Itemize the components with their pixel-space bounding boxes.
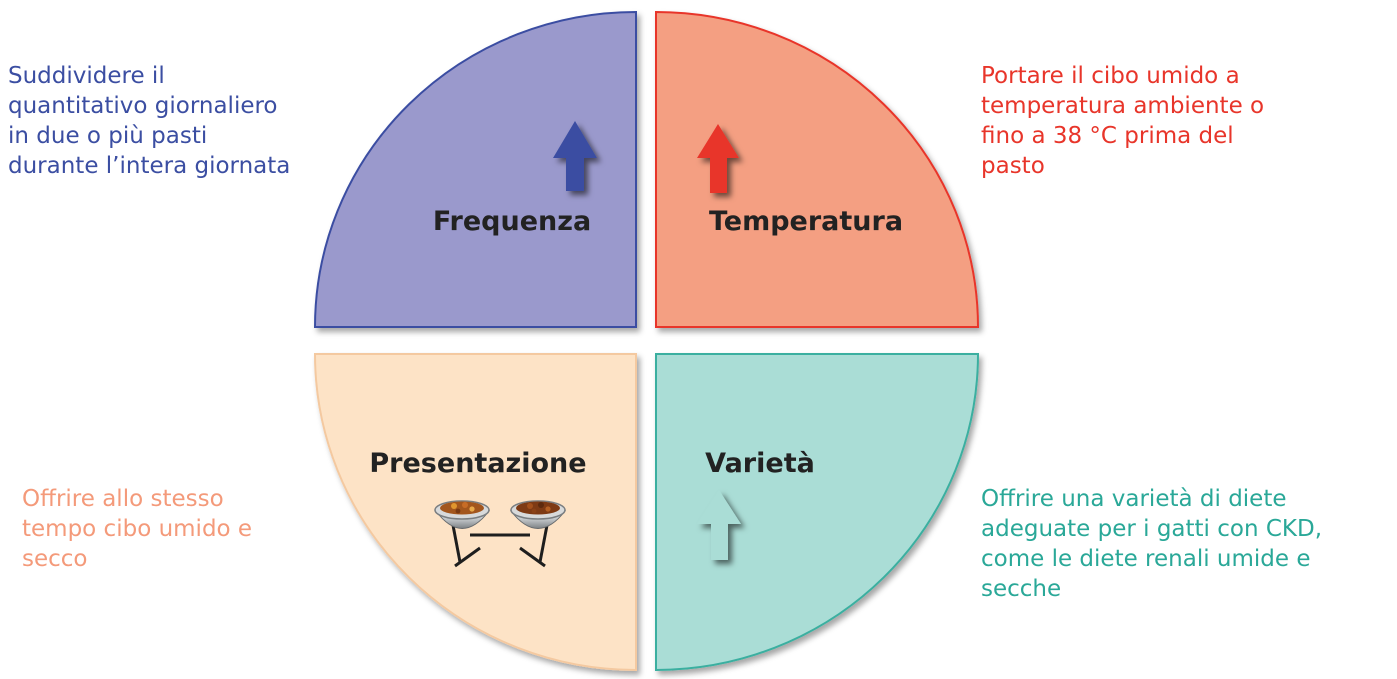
frequenza-label: Frequenza bbox=[433, 206, 591, 237]
arrow-up-icon bbox=[553, 121, 597, 191]
frequenza-quadrant bbox=[313, 10, 637, 328]
temperatura-description: Portare il cibo umido a temperatura ambi… bbox=[981, 63, 1265, 179]
presentazione-description: Offrire allo stesso tempo cibo umido e s… bbox=[22, 486, 253, 572]
frequenza-arrow bbox=[553, 121, 597, 191]
temperatura-label: Temperatura bbox=[709, 206, 903, 237]
arrow-up-icon bbox=[697, 124, 739, 193]
arrow-up-icon bbox=[697, 490, 741, 560]
temperatura-arrow bbox=[697, 124, 739, 193]
varieta-description: Offrire una varietà di diete adeguate pe… bbox=[981, 486, 1323, 602]
temperatura-quadrant bbox=[655, 10, 980, 328]
food-bowls-icon bbox=[434, 500, 567, 568]
frequenza-description: Suddividere il quantitativo giornaliero … bbox=[8, 63, 291, 179]
varieta-quadrant bbox=[655, 353, 980, 672]
presentazione-label: Presentazione bbox=[369, 448, 586, 479]
varieta-label: Varietà bbox=[705, 448, 815, 479]
varieta-arrow bbox=[697, 490, 741, 560]
